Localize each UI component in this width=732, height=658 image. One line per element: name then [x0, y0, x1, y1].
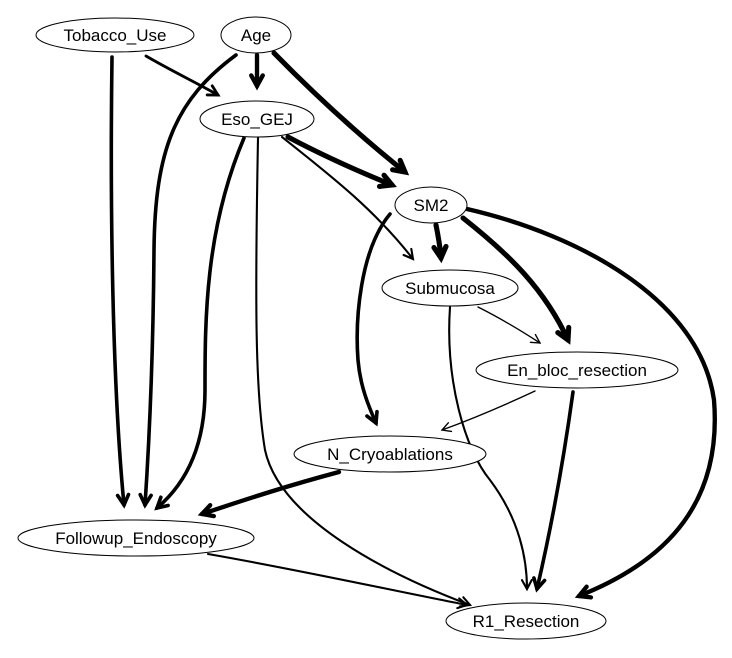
- node-tobacco-use-label: Tobacco_Use: [63, 26, 166, 45]
- node-sm2: SM2: [394, 186, 468, 224]
- node-n-cryoablations-shape: [293, 435, 487, 473]
- edge-eso-gej-to-followup-endoscopy: [155, 136, 246, 510]
- node-en-bloc-resection: En_bloc_resection: [475, 351, 679, 389]
- arrowhead-sm2-to-n-cryoablations: [365, 409, 379, 427]
- node-tobacco-use: Tobacco_Use: [35, 17, 195, 53]
- graph-nodes: Tobacco_Use Age Eso_GEJ SM2 Submucosa En…: [17, 16, 679, 640]
- arrowhead-submucosa-to-r1-resection: [520, 578, 533, 592]
- arrowhead-en-bloc-resection-to-n-cryoablations: [440, 422, 453, 433]
- graph-edges: [109, 50, 717, 610]
- arrowhead-eso-gej-to-sm2: [376, 172, 397, 189]
- node-n-cryoablations: N_Cryoablations: [293, 435, 487, 473]
- edge-followup-endoscopy-to-r1-resection: [206, 552, 469, 607]
- node-followup-endoscopy-shape: [17, 519, 255, 557]
- node-en-bloc-resection-label: En_bloc_resection: [507, 361, 647, 380]
- edge-eso-gej-to-sm2: [285, 134, 395, 188]
- edge-tobacco-use-to-eso-gej: [144, 54, 220, 97]
- edge-en-bloc-resection-to-r1-resection: [535, 390, 575, 591]
- node-r1-resection-shape: [445, 602, 607, 640]
- arrowhead-age-to-followup-endoscopy: [138, 492, 153, 509]
- arrowhead-eso-gej-to-followup-endoscopy: [154, 495, 170, 511]
- edge-sm2-to-r1-resection: [464, 206, 717, 599]
- edge-en-bloc-resection-to-n-cryoablations: [441, 390, 536, 431]
- edge-sm2-to-en-bloc-resection: [460, 215, 571, 343]
- node-eso-gej: Eso_GEJ: [199, 100, 315, 138]
- edge-submucosa-to-en-bloc-resection: [477, 306, 541, 344]
- arrowhead-en-bloc-resection-to-r1-resection: [532, 576, 547, 593]
- arrowhead-sm2-to-en-bloc-resection: [555, 324, 572, 345]
- node-eso-gej-label: Eso_GEJ: [221, 110, 293, 129]
- edge-age-to-sm2: [271, 50, 408, 175]
- node-submucosa: Submucosa: [381, 269, 519, 307]
- edge-submucosa-to-r1-resection: [448, 305, 529, 591]
- arrowhead-followup-endoscopy-to-r1-resection: [456, 597, 470, 610]
- edge-sm2-to-n-cryoablations: [355, 212, 392, 425]
- node-followup-endoscopy-label: Followup_Endoscopy: [55, 529, 217, 548]
- edge-eso-gej-to-r1-resection: [255, 136, 472, 607]
- arrowhead-sm2-to-r1-resection: [574, 584, 594, 600]
- arrowhead-tobacco-use-to-followup-endoscopy: [115, 492, 131, 509]
- node-r1-resection-label: R1_Resection: [473, 612, 580, 631]
- node-age: Age: [220, 16, 292, 54]
- node-n-cryoablations-label: N_Cryoablations: [327, 445, 453, 464]
- edge-eso-gej-to-submucosa: [280, 135, 415, 261]
- node-age-shape: [220, 16, 292, 54]
- node-r1-resection: R1_Resection: [445, 602, 607, 640]
- arrowhead-age-to-eso-gej: [249, 73, 265, 91]
- edge-age-to-followup-endoscopy: [143, 53, 238, 507]
- arrowhead-tobacco-use-to-eso-gej: [205, 84, 221, 97]
- node-tobacco-use-shape: [35, 17, 195, 53]
- arrowhead-sm2-to-submucosa: [431, 243, 449, 264]
- node-en-bloc-resection-shape: [475, 351, 679, 389]
- arrowhead-eso-gej-to-submucosa: [402, 247, 415, 261]
- arrowhead-submucosa-to-en-bloc-resection: [529, 333, 542, 344]
- node-sm2-label: SM2: [414, 196, 449, 215]
- arrowhead-age-to-sm2: [390, 157, 410, 176]
- node-followup-endoscopy: Followup_Endoscopy: [17, 519, 255, 557]
- node-eso-gej-shape: [199, 100, 315, 138]
- node-submucosa-label: Submucosa: [405, 279, 495, 298]
- node-sm2-shape: [394, 186, 468, 224]
- edge-tobacco-use-to-followup-endoscopy: [109, 55, 126, 507]
- node-submucosa-shape: [381, 269, 519, 307]
- arrowhead-n-cryoablations-to-followup-endoscopy: [197, 503, 216, 519]
- node-age-label: Age: [241, 26, 271, 45]
- edge-n-cryoablations-to-followup-endoscopy: [199, 469, 342, 517]
